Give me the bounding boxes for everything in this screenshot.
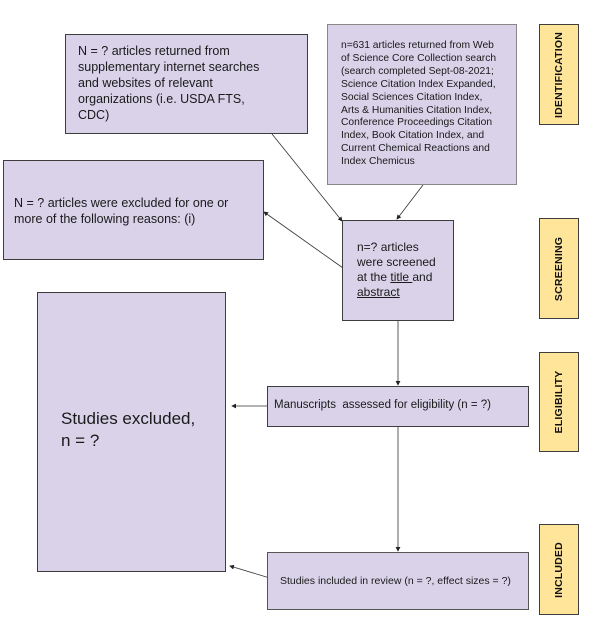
screened-line3: at the title and bbox=[357, 270, 436, 285]
screened-title-underlined: title bbox=[390, 270, 413, 284]
stage-identification: IDENTIFICATION bbox=[539, 24, 579, 125]
excluded-reasons-box: N = ? articles were excluded for one or … bbox=[3, 160, 264, 260]
excluded-reasons-text: N = ? articles were excluded for one or … bbox=[14, 196, 229, 226]
screened-line3-prefix: at the bbox=[357, 270, 391, 284]
screened-box: n=? articles were screened at the title … bbox=[342, 220, 454, 321]
included-text: Studies included in review (n = ?, effec… bbox=[280, 575, 511, 587]
studies-excluded-text: Studies excluded, n = ? bbox=[61, 409, 196, 450]
web-of-science-text: n=631 articles returned from Web of Scie… bbox=[341, 40, 497, 168]
arrow-screened-to-excluded-reasons bbox=[263, 211, 344, 269]
eligibility-text: Manuscripts assessed for eligibility (n … bbox=[274, 399, 491, 411]
arrow-wos-to-screened bbox=[396, 184, 424, 220]
screened-line1: n=? articles bbox=[357, 240, 419, 254]
stage-included: INCLUDED bbox=[539, 524, 579, 615]
supplementary-articles-box: N = ? articles returned from supplementa… bbox=[65, 34, 308, 134]
stage-eligibility-label: ELIGIBILITY bbox=[553, 370, 565, 434]
screened-line2: were screened bbox=[357, 255, 436, 269]
stage-screening-label: SCREENING bbox=[553, 236, 565, 301]
screened-abstract-underlined: abstract bbox=[357, 285, 400, 299]
stage-included-label: INCLUDED bbox=[553, 541, 565, 598]
studies-excluded-box: Studies excluded, n = ? bbox=[37, 292, 226, 572]
web-of-science-box: n=631 articles returned from Web of Scie… bbox=[327, 24, 517, 185]
stage-eligibility: ELIGIBILITY bbox=[539, 352, 579, 452]
screened-line3-suffix: and bbox=[412, 270, 433, 284]
eligibility-box: Manuscripts assessed for eligibility (n … bbox=[267, 386, 529, 427]
stage-screening: SCREENING bbox=[539, 218, 579, 319]
screened-line4: abstract bbox=[357, 285, 436, 300]
supplementary-articles-text: N = ? articles returned from supplementa… bbox=[78, 44, 260, 122]
screened-text: n=? articles were screened at the title … bbox=[357, 240, 436, 300]
included-box: Studies included in review (n = ?, effec… bbox=[267, 552, 529, 610]
stage-identification-label: IDENTIFICATION bbox=[553, 31, 565, 118]
